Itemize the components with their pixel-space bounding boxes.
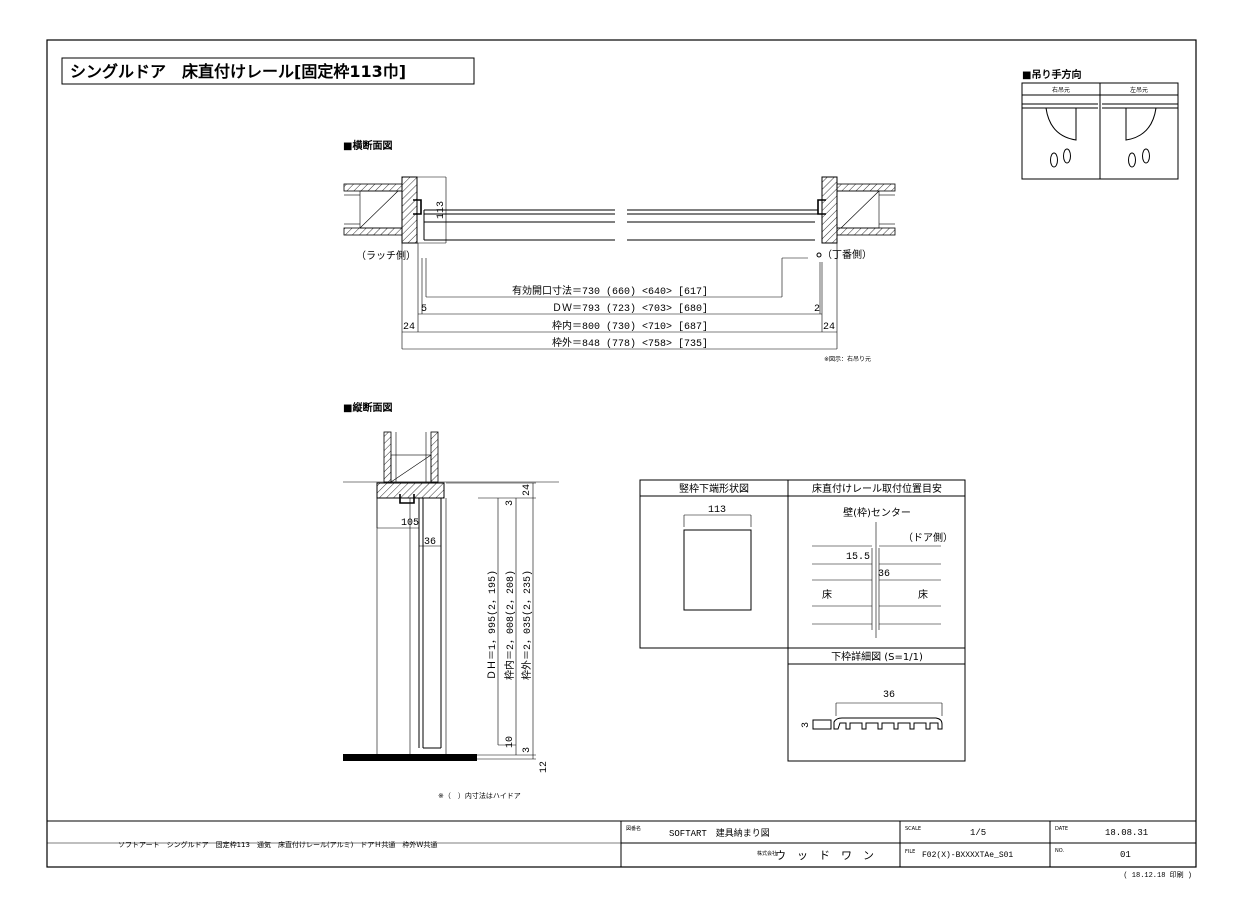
- door-side-label: （ドア側）: [903, 531, 953, 544]
- wall-center-label: 壁(枠)センター: [843, 506, 911, 519]
- title-box: シングルドア 床直付けレール[固定枠113巾]: [61, 57, 475, 85]
- floor-right-label: 床: [918, 588, 928, 601]
- vertical-section-heading: ■縦断面図: [343, 401, 392, 414]
- right-hinge-symbol: [1022, 103, 1098, 168]
- horizontal-section: ■横断面図 113 （ラッチ側）: [343, 139, 896, 363]
- drawing-title: シングルドア 床直付けレール[固定枠113巾]: [70, 62, 406, 81]
- print-note: ( 18.12.18 印刷 ): [1123, 871, 1192, 880]
- hinge-side-label: （丁番側）: [822, 248, 872, 261]
- swing-direction-panel: ■吊り手方向 右吊元 左吊元: [1021, 68, 1179, 180]
- dim-dh: ＤＨ＝1，995(2，195): [487, 570, 499, 680]
- floor-left-label: 床: [822, 588, 832, 601]
- dim-lower-3: 3: [801, 722, 812, 728]
- latch-side-label: （ラッチ側）: [356, 249, 416, 262]
- dim-105: 105: [401, 518, 419, 529]
- dim-5: 5: [421, 304, 427, 315]
- title-block: ソフトアート シングルドア 固定枠113 通気 床直付けレール(アルミ) ドアＨ…: [47, 820, 1196, 880]
- dim-effective-opening: 有効開口寸法＝730 (660) <640> [617]: [512, 284, 708, 298]
- dim-12: 12: [539, 761, 550, 773]
- scale-label: SCALE: [905, 826, 921, 832]
- sheet-border: [46, 39, 1197, 868]
- dim-3-bottom: 3: [522, 747, 533, 753]
- dim-24-vertical: 24: [522, 484, 533, 496]
- swing-right-label: 右吊元: [1052, 86, 1070, 94]
- file-label: FILE: [905, 849, 915, 855]
- dim-24-right: 24: [823, 322, 835, 333]
- dim-frame-inner: 枠内＝800 (730) <710> [687]: [552, 319, 708, 333]
- company-value: ウ ッ ド ワ ン: [775, 849, 874, 862]
- dim-3-top: 3: [505, 500, 516, 506]
- dim-vertical-outer: 枠外＝2，035(2，235): [520, 570, 534, 680]
- date-label: DATE: [1055, 826, 1068, 832]
- name-label: 図番名: [626, 825, 641, 832]
- vertical-section: ■縦断面図 105 36 2: [343, 401, 559, 800]
- dim-lower-36: 36: [883, 690, 895, 701]
- scale-value: 1/5: [970, 828, 986, 838]
- dim-frame-width: 113: [436, 201, 447, 219]
- left-hinge-symbol: [1102, 103, 1178, 168]
- frame-bottom-heading: 竪枠下端形状図: [679, 482, 749, 495]
- file-value: F02(X)-BXXXXTAe_S01: [922, 851, 1013, 860]
- horizontal-note: ※図示：右吊り元: [824, 355, 871, 363]
- swing-left-label: 左吊元: [1130, 86, 1148, 94]
- dim-vertical-inner: 枠内＝2，008(2，208): [503, 570, 517, 680]
- company-label: 株式会社: [757, 850, 777, 857]
- dim-10: 10: [505, 736, 516, 748]
- date-value: 18.08.31: [1105, 828, 1148, 838]
- dim-36: 36: [424, 537, 436, 548]
- detail-table: 竪枠下端形状図 床直付けレール取付位置目安 113 壁(枠)センター （ドア側）…: [639, 479, 966, 762]
- dim-rail-36: 36: [878, 569, 890, 580]
- horizontal-section-heading: ■横断面図: [343, 139, 392, 152]
- no-label: NO.: [1055, 848, 1064, 854]
- vertical-note: ※（ ）内寸法はハイドア: [438, 791, 521, 800]
- swing-heading: ■吊り手方向: [1022, 68, 1081, 81]
- dim-15-5: 15.5: [846, 552, 870, 563]
- dim-2: 2: [814, 304, 820, 315]
- dim-frame-bottom-113: 113: [708, 505, 726, 516]
- no-value: 01: [1120, 850, 1131, 860]
- name-value: SOFTART 建具納まり図: [669, 827, 770, 839]
- dim-24-left: 24: [403, 322, 415, 333]
- dim-dw: ＤＷ＝793 (723) <703> [680]: [552, 303, 708, 315]
- title-block-description: ソフトアート シングルドア 固定枠113 通気 床直付けレール(アルミ) ドアＨ…: [118, 840, 437, 849]
- lower-frame-heading: 下枠詳細図 (S=1/1): [831, 650, 923, 663]
- rail-position-heading: 床直付けレール取付位置目安: [812, 482, 942, 495]
- dim-frame-outer: 枠外＝848 (778) <758> [735]: [552, 336, 708, 350]
